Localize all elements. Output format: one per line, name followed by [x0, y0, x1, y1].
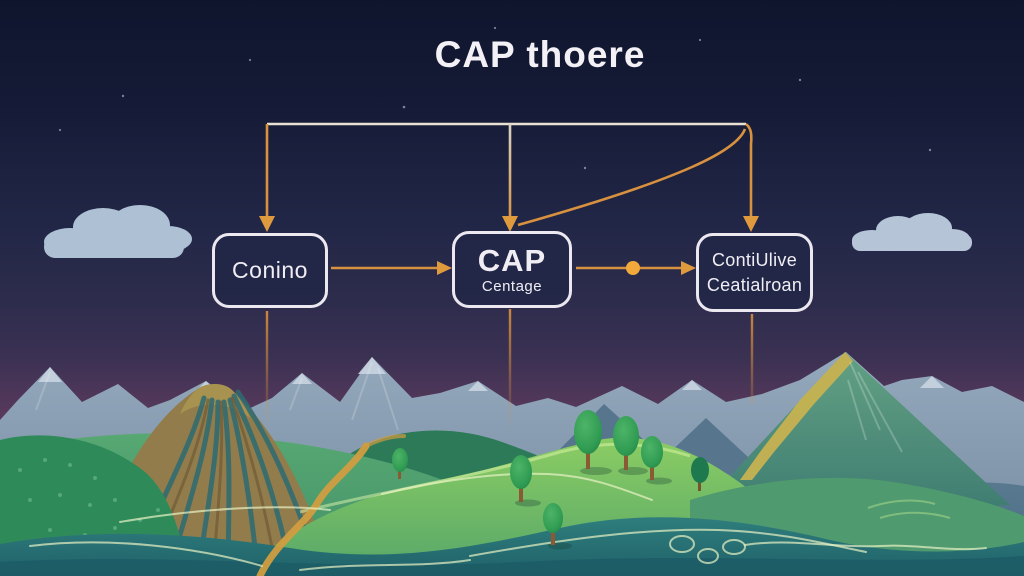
tree: [691, 457, 709, 491]
tree: [641, 436, 672, 485]
node-left-label: Conino: [232, 257, 308, 283]
down-arrowheads: [259, 216, 759, 232]
footpaths: [29, 472, 987, 571]
cloud-left: [44, 205, 192, 258]
node-right-line1: ContiUlive: [711, 250, 798, 271]
node-left-box: Conino: [212, 233, 328, 308]
cloud-right: [852, 213, 972, 251]
tree: [574, 410, 612, 475]
arrowhead-right-2: [681, 261, 696, 275]
node-right-box: ContiUlive Ceatialroan: [696, 233, 813, 312]
node-center-subtitle: Centage: [481, 277, 543, 295]
golden-road: [256, 434, 406, 576]
tree: [510, 455, 541, 507]
tree: [392, 448, 408, 479]
stars: [58, 26, 932, 170]
diagram-title: CAP thoere: [434, 34, 646, 75]
node-center-box: CAP Centage: [452, 231, 572, 308]
diagonal-line: [517, 128, 747, 227]
tree: [543, 503, 572, 550]
green-mountain: [688, 352, 1010, 522]
node-right-line2: Ceatialroan: [706, 274, 803, 295]
trees: [392, 410, 709, 550]
tree: [613, 416, 648, 475]
dark-bottom-band: [0, 556, 1024, 576]
arrowhead-right-1: [437, 261, 452, 275]
drop-line-right: [745, 122, 753, 218]
node-center-title: CAP: [477, 242, 547, 278]
flow-dot: [626, 261, 640, 275]
fading-ground-lines: [265, 309, 754, 430]
